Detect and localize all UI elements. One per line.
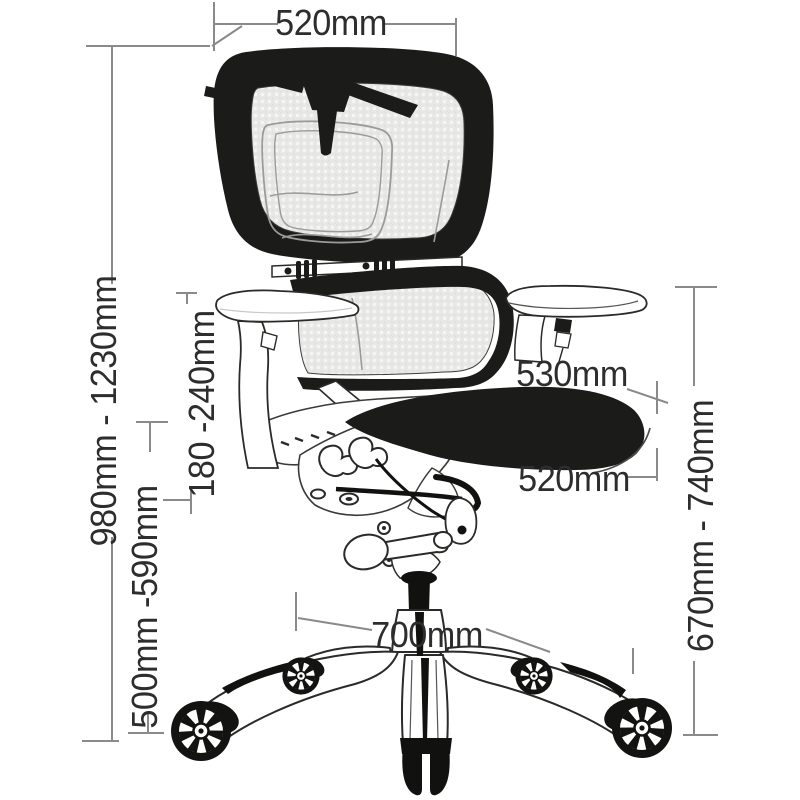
left-armrest — [215, 289, 360, 469]
backrest-frame — [213, 47, 494, 264]
dim-label-seat-width: 520mm — [518, 458, 630, 499]
dim-label-backrest-width: 520mm — [275, 2, 387, 43]
dim-label-overall-height: 980mm - 1230mm — [83, 275, 124, 547]
casters — [169, 653, 674, 796]
seat-cushion — [345, 386, 651, 474]
right-armrest — [505, 284, 648, 373]
seat-mechanism — [280, 430, 482, 580]
base-star — [199, 612, 641, 749]
dim-label-armrest-height: 180 -240mm — [181, 310, 222, 498]
dim-label-base-width: 700mm — [371, 614, 483, 655]
chair-line-art — [169, 47, 674, 796]
center-caster — [400, 738, 452, 796]
lumbar-frame — [290, 265, 514, 391]
dim-label-backrest-height: 670mm - 740mm — [680, 399, 721, 653]
dimension-lines — [82, 2, 718, 742]
headrest-bracket — [204, 64, 418, 156]
dim-label-seat-depth: 530mm — [516, 353, 628, 394]
dim-label-seat-height: 500mm -590mm — [124, 485, 165, 729]
